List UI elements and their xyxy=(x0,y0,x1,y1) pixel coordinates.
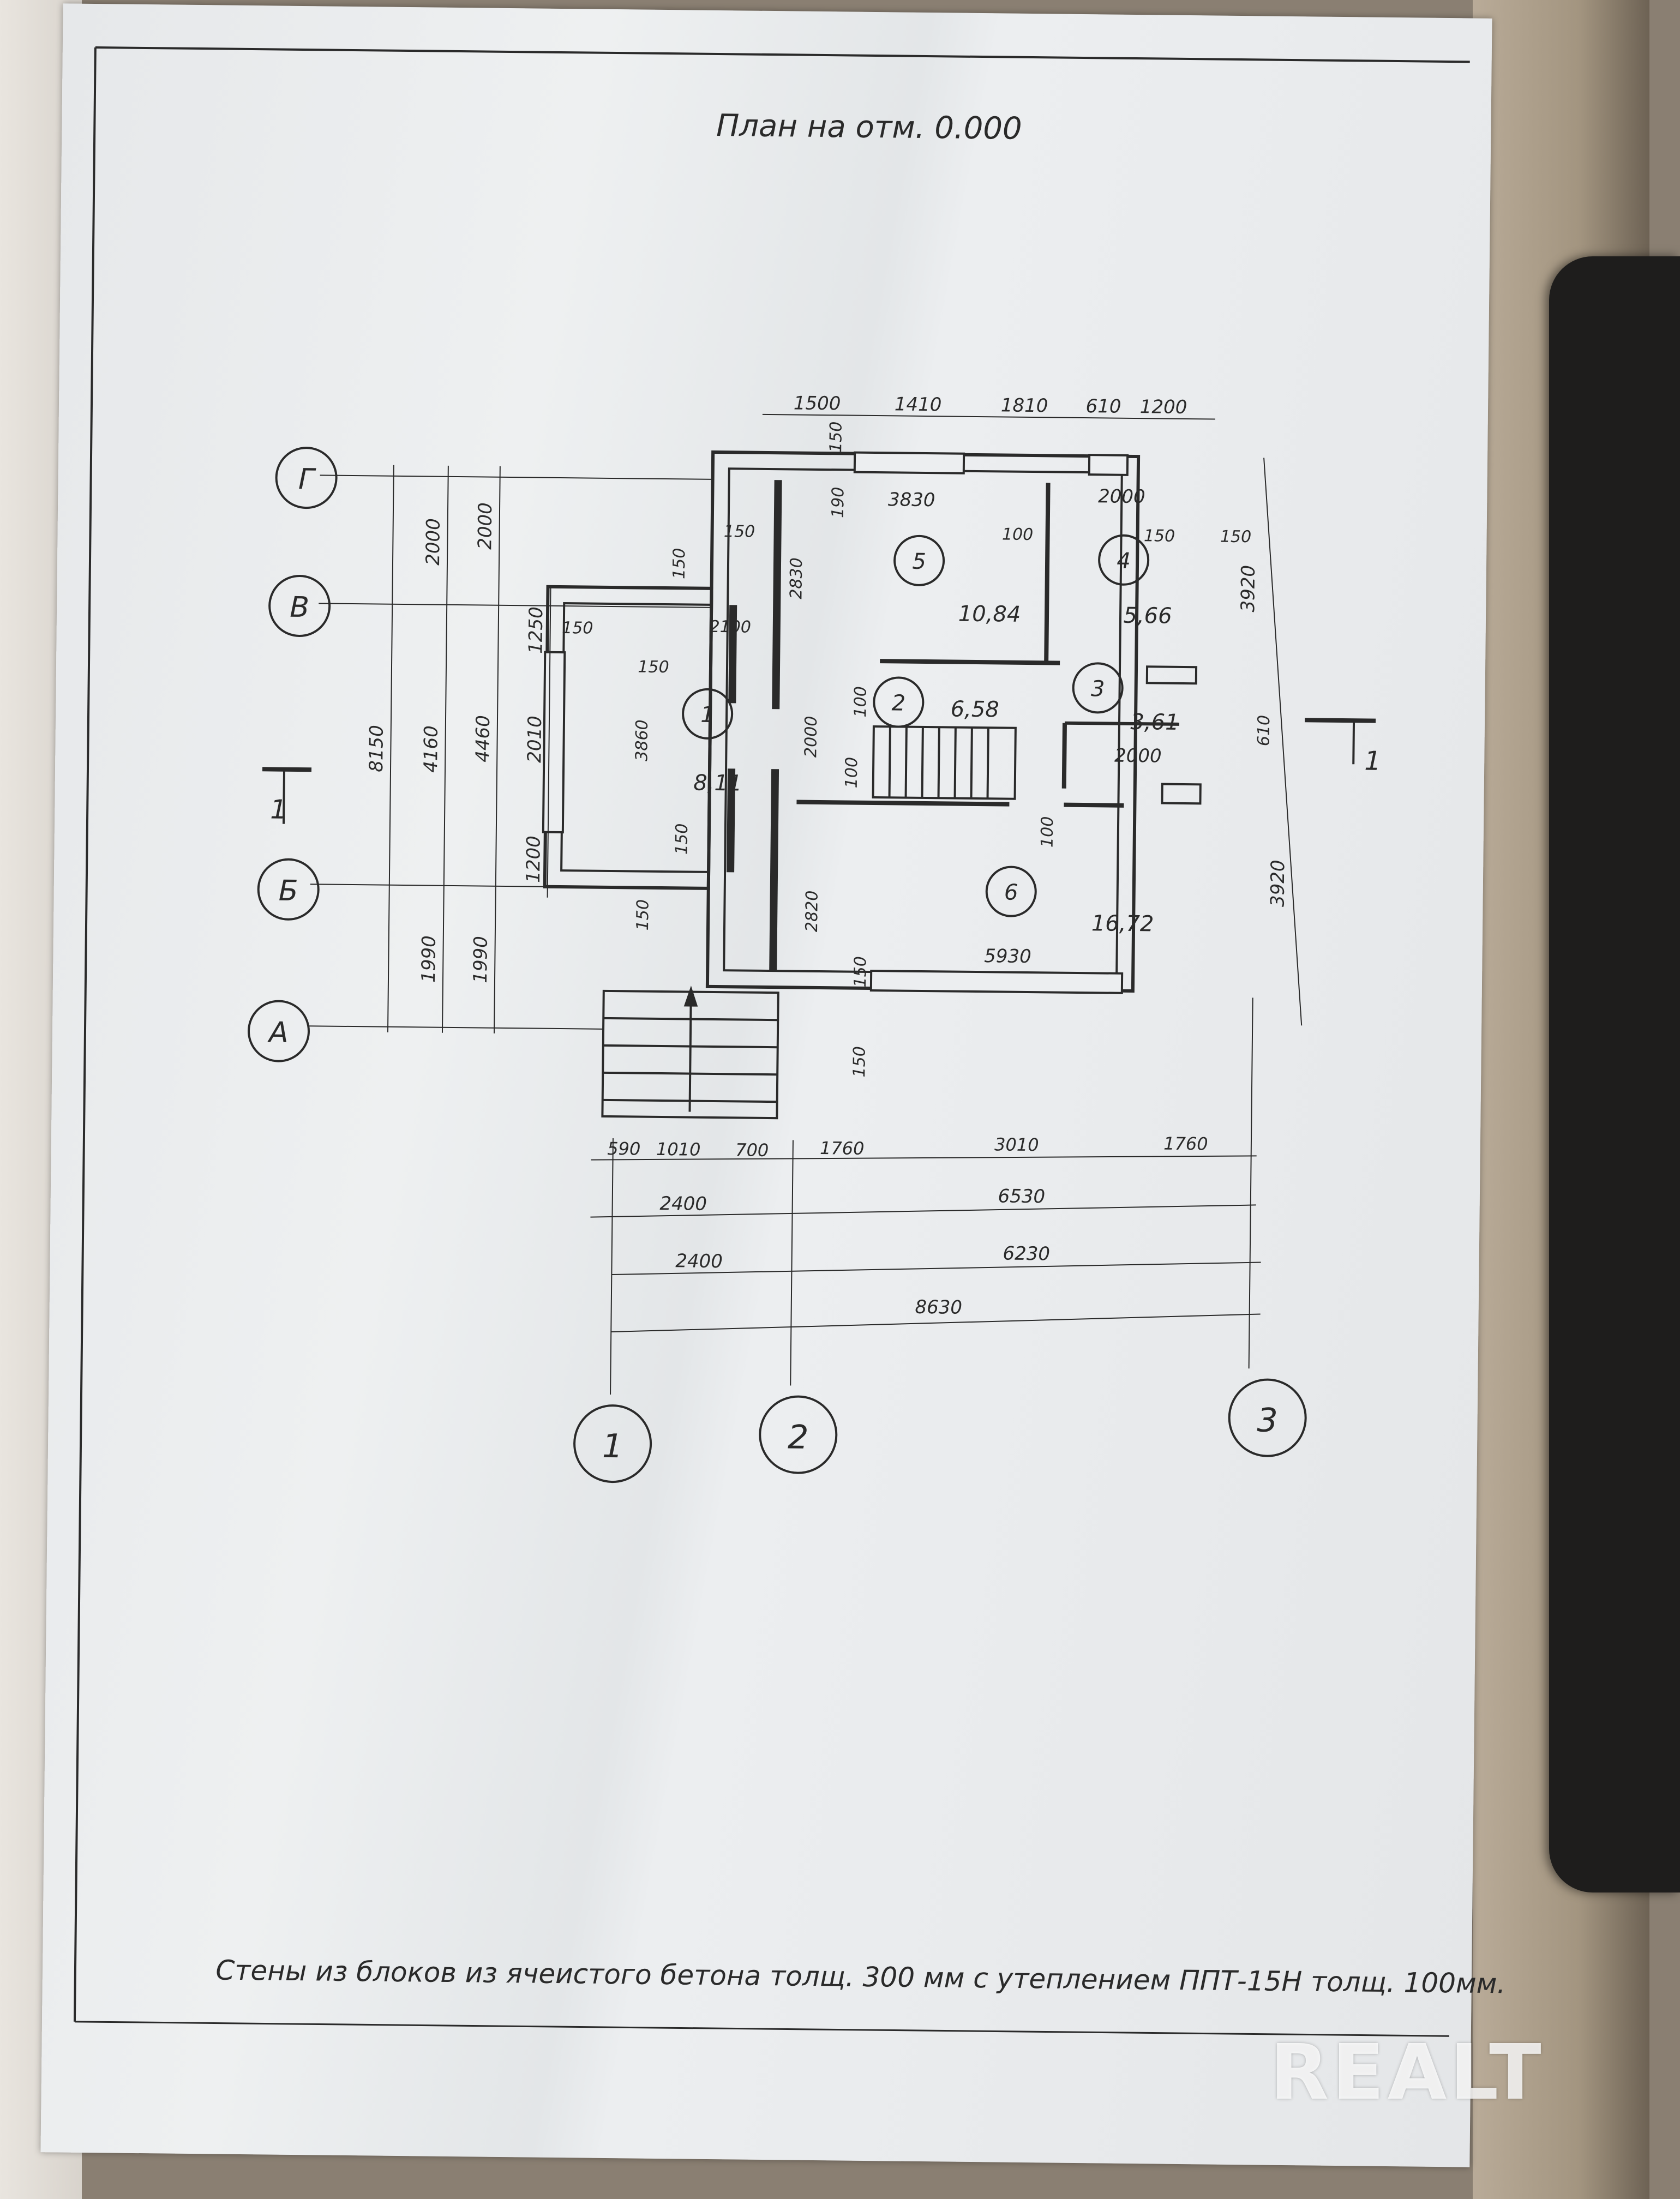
room-1-number: 1 xyxy=(700,702,715,728)
dim-interior-19: 2820 xyxy=(802,890,822,932)
dim-bottom-1-6: 1760 xyxy=(1163,1133,1208,1155)
dim-bottom-1-2: 1010 xyxy=(656,1139,701,1160)
room-1-area: 8,11 xyxy=(693,771,742,796)
dim-top-5: 1200 xyxy=(1140,396,1187,418)
drawing-sheet: План на отм. 0.000 Г В Б А 1 2 3 1 1 1 8… xyxy=(40,3,1506,2167)
dim-interior-15: 2000 xyxy=(801,716,821,758)
axis-label-1: 1 xyxy=(602,1427,623,1465)
dim-left-detail-1: 1250 xyxy=(525,606,547,654)
dim-interior-14: 100 xyxy=(851,686,871,718)
dim-interior-3: 2830 xyxy=(787,557,806,599)
dim-interior-6: 100 xyxy=(1002,525,1034,544)
axis-label-2: 2 xyxy=(788,1418,809,1456)
dim-interior-7: 150 xyxy=(1220,527,1252,547)
dim-left-inner-3: 1990 xyxy=(470,936,492,983)
dim-interior-2: 150 xyxy=(826,421,846,453)
dim-left-outer: 8150 xyxy=(365,725,388,772)
dim-interior-17: 100 xyxy=(1038,816,1058,848)
footer-note: Стены из блоков из ячеистого бетона толщ… xyxy=(215,1955,1505,2000)
dim-left-detail-3: 1200 xyxy=(523,836,545,883)
dim-interior-22: 150 xyxy=(633,899,653,931)
dim-interior-13: 150 xyxy=(672,824,692,855)
dim-interior-9: 2100 xyxy=(709,617,751,637)
plan-title: План на отм. 0.000 xyxy=(716,108,1022,147)
dim-interior-10: 150 xyxy=(562,618,593,638)
dim-bottom-total: 8630 xyxy=(915,1296,962,1319)
dim-top-2: 1410 xyxy=(895,393,942,416)
dim-top-1: 1500 xyxy=(794,392,841,414)
dim-left-middle-2: 4160 xyxy=(420,725,442,773)
dim-bottom-1-5: 3010 xyxy=(994,1134,1039,1155)
dim-left-middle-1: 2000 xyxy=(422,518,445,566)
axis-label-g: Г xyxy=(298,463,317,496)
dim-right-2: 610 xyxy=(1255,715,1274,747)
dim-top-3: 1810 xyxy=(1001,394,1048,417)
axis-label-a: А xyxy=(267,1016,289,1049)
room-6-number: 6 xyxy=(1004,880,1018,905)
room-5-area: 10,84 xyxy=(958,602,1021,627)
room-3-number: 3 xyxy=(1091,676,1105,701)
dim-interior-11: 150 xyxy=(638,657,669,677)
room-2-number: 2 xyxy=(891,690,905,716)
dim-bottom-2-1: 2400 xyxy=(659,1193,707,1215)
dim-interior-18: 2000 xyxy=(1114,745,1162,767)
dim-bottom-3-2: 6230 xyxy=(1003,1243,1050,1265)
dim-inner-top-2: 2000 xyxy=(1098,485,1145,508)
dim-left-inner-1: 2000 xyxy=(474,502,496,550)
dim-left-detail-2: 2010 xyxy=(524,716,546,763)
realt-watermark: REALT xyxy=(1270,2028,1545,2117)
dim-interior-21: 5930 xyxy=(984,945,1031,968)
dim-interior-1: 150 xyxy=(724,522,755,542)
room-4-number: 4 xyxy=(1117,549,1131,574)
room-4-area: 5,66 xyxy=(1123,603,1172,629)
axis-label-b: Б xyxy=(279,875,298,908)
dim-bottom-2-2: 6530 xyxy=(998,1185,1045,1207)
dim-bottom-1-3: 700 xyxy=(735,1139,769,1161)
dim-interior-12: 3860 xyxy=(632,719,652,761)
dim-right-1: 3920 xyxy=(1237,565,1259,612)
dim-top-4: 610 xyxy=(1085,395,1121,418)
dim-interior-16: 100 xyxy=(842,757,862,789)
phone-edge xyxy=(1549,256,1680,1892)
dim-right-3: 3920 xyxy=(1267,860,1289,907)
room-3-area: 3,61 xyxy=(1130,710,1179,735)
axis-label-3: 3 xyxy=(1257,1401,1278,1439)
section-mark-left: 1 xyxy=(270,794,287,825)
dim-bottom-3-1: 2400 xyxy=(675,1250,723,1272)
dim-interior-8: 150 xyxy=(670,548,689,579)
room-6-area: 16,72 xyxy=(1091,911,1154,936)
dim-interior-23: 150 xyxy=(850,1046,869,1078)
dim-bottom-1-1: 590 xyxy=(607,1138,640,1159)
dim-left-middle-3: 1990 xyxy=(418,935,440,983)
floor-plan-drawing: План на отм. 0.000 Г В Б А 1 2 3 1 1 1 8… xyxy=(73,46,1506,2037)
dim-interior-20: 150 xyxy=(851,956,871,988)
dim-left-inner-2: 4460 xyxy=(472,715,494,762)
dim-interior-4: 190 xyxy=(829,487,848,519)
room-5-number: 5 xyxy=(912,549,926,574)
axis-label-v: В xyxy=(290,591,309,624)
dim-inner-top-1: 3830 xyxy=(888,489,935,511)
dim-interior-5: 150 xyxy=(1144,526,1175,546)
dim-bottom-1-4: 1760 xyxy=(820,1138,865,1159)
room-2-area: 6,58 xyxy=(950,696,999,722)
section-mark-right: 1 xyxy=(1364,746,1381,776)
